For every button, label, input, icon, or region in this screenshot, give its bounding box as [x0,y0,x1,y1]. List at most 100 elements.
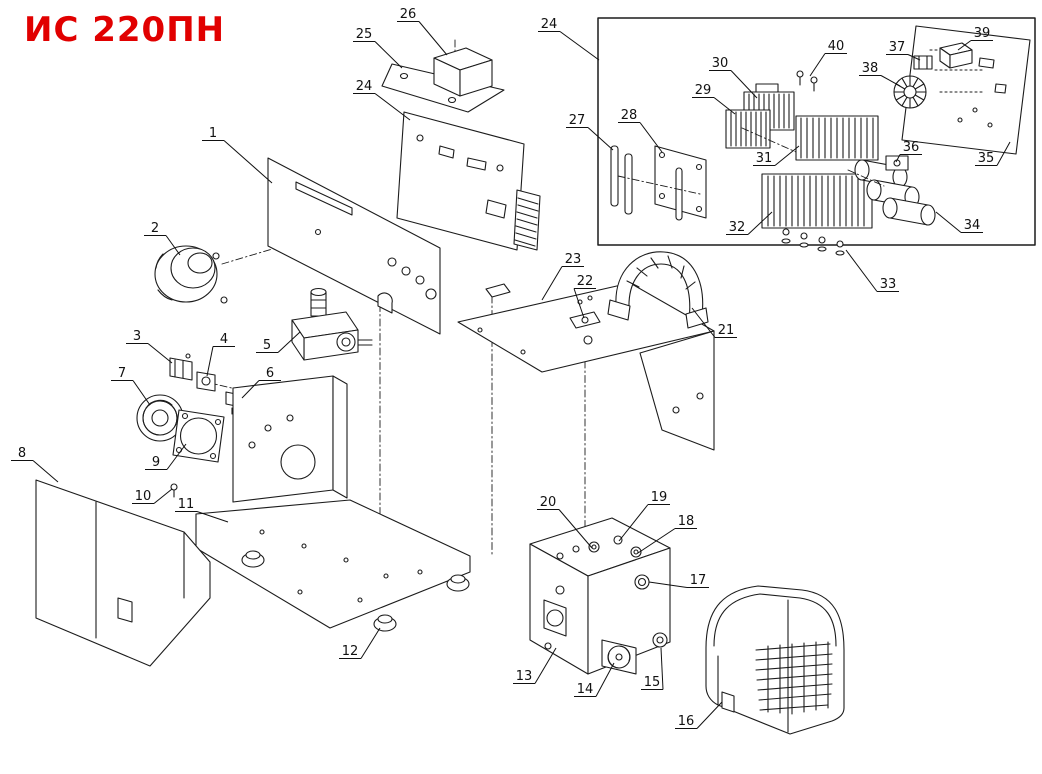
callout-label: 29 [695,83,712,98]
pcb-detail-inset-part24 [597,17,1036,256]
handle-part21 [607,251,709,329]
fan-frame-part9 [172,409,225,463]
callout-label: 4 [220,332,228,347]
callout-32: 32 [726,211,773,235]
chassis-part11 [195,375,471,629]
callout-3: 3 [126,329,173,364]
callout-label: 33 [880,277,897,292]
callout-label: 19 [651,490,668,505]
fan-cowl-part2 [154,245,228,304]
callout-label: 38 [862,61,879,76]
relay-part3 [169,353,193,381]
callout-16: 16 [675,701,723,729]
callout-15: 15 [641,647,664,690]
valve-part5 [291,287,373,361]
callout-label: 18 [678,514,695,529]
callout-label: 6 [266,366,274,381]
callout-24: 24 [353,79,411,121]
callout-label: 15 [644,675,661,690]
callout-8: 8 [11,446,59,483]
callout-29: 29 [692,83,736,115]
callout-label: 31 [756,151,773,166]
callout-19: 19 [618,490,670,542]
callout-7: 7 [111,366,151,406]
callout-label: 24 [541,17,558,32]
fan-impeller-part7 [136,394,184,442]
callout-1: 1 [202,126,273,184]
callout-12: 12 [339,627,381,659]
callout-9: 9 [145,443,187,470]
standoffs-part27 [610,145,633,215]
side-cover-part8 [35,479,211,667]
callout-label: 14 [577,682,594,697]
page-title: ИС 220ПН [24,10,226,50]
callout-label: 21 [718,323,735,338]
switch-part19 [613,535,623,545]
callout-5: 5 [256,331,301,353]
callout-18: 18 [637,514,697,554]
callout-33: 33 [845,249,899,292]
callout-label: 2 [151,221,159,236]
callout-label: 12 [342,644,359,659]
callout-39: 39 [957,26,993,51]
callout-27: 27 [566,113,614,151]
callout-30: 30 [709,56,758,99]
screws-part33 [781,228,845,256]
callout-label: 3 [133,329,141,344]
callout-label: 25 [356,27,373,42]
callout-40: 40 [809,39,847,77]
callout-38: 38 [859,61,901,87]
callout-label: 32 [729,220,746,235]
knob-part20 [588,541,600,553]
callout-label: 11 [178,497,195,512]
callout-label: 20 [540,495,557,510]
callout-label: 39 [974,26,991,41]
knob-part18 [630,546,642,558]
callout-31: 31 [753,145,800,166]
callout-14: 14 [574,662,615,697]
front-panel-part13 [529,517,671,675]
callout-label: 40 [828,39,845,54]
mount-bracket-part26 [433,47,493,97]
callout-35: 35 [975,141,1011,166]
callout-36: 36 [895,140,922,163]
callout-label: 8 [18,446,26,461]
callout-label: 37 [889,40,906,55]
callout-label: 22 [577,274,594,289]
heatsink-part32 [761,173,873,229]
callout-label: 27 [569,113,586,128]
knob-part15 [652,632,668,648]
callout-label: 35 [978,151,995,166]
toroid-part38 [893,75,927,109]
rubber-feet-part12 [241,550,470,632]
callout-4: 4 [206,332,235,377]
callout-label: 36 [903,140,920,155]
callout-37: 37 [886,40,921,61]
callout-2: 2 [144,221,181,256]
main-pcb-part24 [396,111,541,251]
callout-label: 28 [621,108,638,123]
callout-label: 17 [690,573,707,588]
screws-part40 [796,70,818,92]
relay-part39 [939,42,973,69]
bracket-part22 [569,295,601,329]
top-panel-part23 [457,282,715,451]
callout-label: 13 [516,669,533,684]
callout-28: 28 [618,108,663,153]
connector-part17 [634,574,650,590]
callout-label: 26 [400,7,417,22]
callout-label: 23 [565,252,582,267]
callout-label: 30 [712,56,729,71]
rectifier-part36 [885,155,909,171]
front-cover-part16 [705,585,845,735]
callout-label: 16 [678,714,695,729]
rear-panel-part1 [267,157,441,335]
heatsink-part31 [795,115,879,161]
callout-26: 26 [397,7,448,56]
callout-24: 24 [538,17,600,61]
callout-34: 34 [935,211,983,233]
callout-label: 10 [135,489,152,504]
callout-10: 10 [132,488,173,504]
